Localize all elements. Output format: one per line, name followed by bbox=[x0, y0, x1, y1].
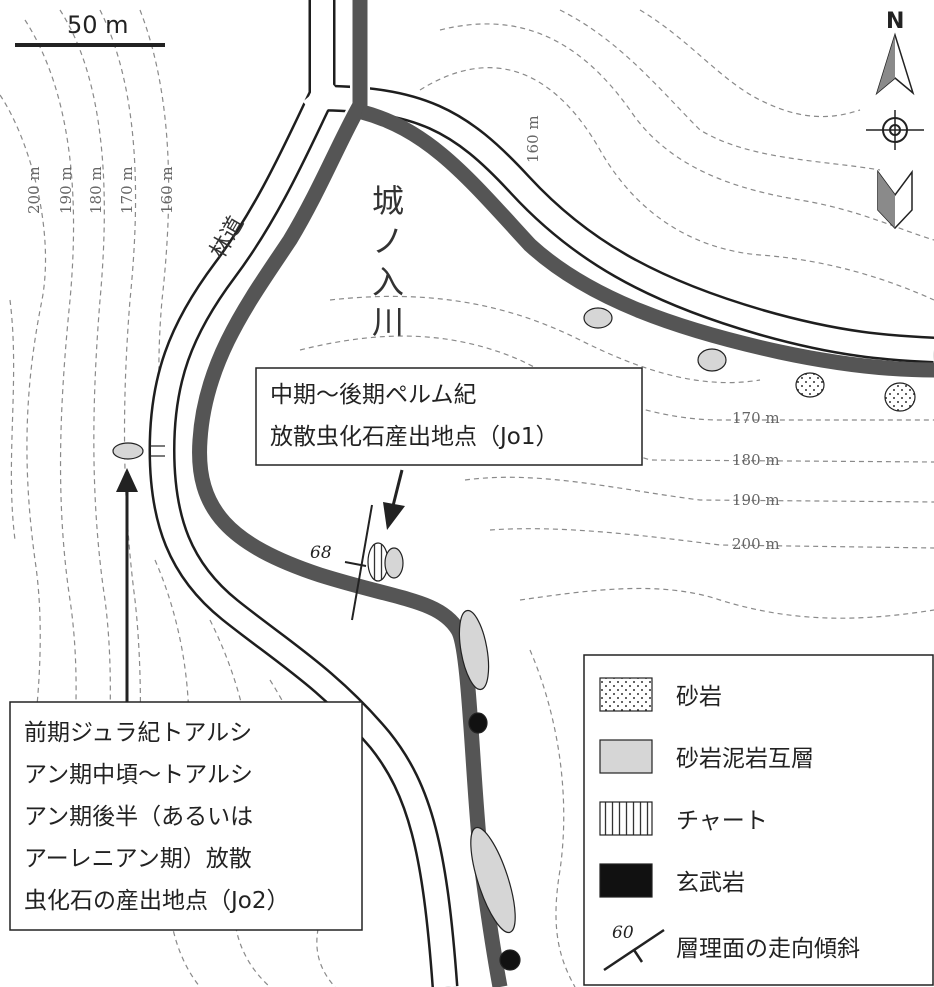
scale-bar: 50 m bbox=[15, 11, 165, 47]
contour-line bbox=[154, 559, 201, 987]
legend-label: 砂岩 bbox=[676, 684, 722, 710]
river-name-char: ノ bbox=[372, 222, 404, 260]
callout-jo1-box bbox=[255, 367, 643, 466]
callout-jo2-line: アン期中頃～トアルシ bbox=[24, 762, 253, 788]
river-name-label: 城 ノ 入 川 bbox=[372, 182, 404, 341]
contour-label: 180 m bbox=[732, 451, 780, 469]
legend-swatch-basalt bbox=[599, 863, 653, 898]
dip-value: 68 bbox=[310, 543, 332, 563]
callout-jo2-line: アン期後半（あるいは bbox=[24, 804, 253, 830]
contour-labels-east: 160 m 170 m 180 m 190 m 200 m bbox=[524, 115, 780, 553]
contour-line bbox=[464, 476, 934, 503]
callout-jo1: 中期～後期ペルム紀 放散虫化石産出地点（Jo1） bbox=[255, 367, 643, 530]
contour-label: 190 m bbox=[57, 166, 75, 214]
contour-label: 190 m bbox=[732, 491, 780, 509]
arrow-jo1-icon bbox=[383, 502, 405, 530]
legend-swatch-sandstone-mudstone bbox=[599, 739, 653, 774]
callout-jo2-line: アーレニアン期）放散 bbox=[24, 846, 252, 872]
scale-bar-label: 50 m bbox=[67, 11, 129, 39]
contour-line bbox=[489, 528, 934, 549]
outcrop-basalt[interactable] bbox=[499, 949, 521, 971]
strike-dip-symbol: 68 bbox=[310, 504, 373, 621]
callout-jo1-line: 放散虫化石産出地点（Jo1） bbox=[270, 424, 559, 450]
outcrop-basalt[interactable] bbox=[468, 712, 488, 734]
contour-line bbox=[419, 67, 934, 301]
arrow-jo2-icon bbox=[116, 468, 138, 492]
river-name-char: 城 bbox=[372, 182, 404, 220]
callout-jo2: 前期ジュラ紀トアルシ アン期中頃～トアルシ アン期後半（あるいは アーレニアン期… bbox=[9, 468, 363, 931]
legend-label: 玄武岩 bbox=[676, 870, 745, 896]
legend-swatch-sandstone bbox=[599, 677, 653, 712]
outcrops bbox=[112, 307, 916, 971]
legend-label: 層理面の走向傾斜 bbox=[676, 936, 860, 962]
contour-line bbox=[639, 9, 861, 118]
contour-line bbox=[519, 587, 934, 619]
callout-jo2-line: 虫化石の産出地点（Jo2） bbox=[24, 888, 290, 914]
outcrop-sandstone[interactable] bbox=[795, 372, 825, 398]
legend-swatch-chert bbox=[599, 801, 653, 836]
outcrop-sandstone-mudstone[interactable] bbox=[454, 608, 493, 691]
contour-label: 200 m bbox=[25, 166, 43, 214]
contour-line bbox=[529, 649, 576, 987]
contour-label: 160 m bbox=[158, 166, 176, 214]
callout-jo1-line: 中期～後期ペルム紀 bbox=[270, 382, 477, 408]
legend-strike-dip-icon bbox=[603, 928, 665, 972]
legend-dip-value: 60 bbox=[612, 923, 634, 943]
contour-label: 180 m bbox=[87, 166, 105, 214]
contour-line bbox=[9, 299, 16, 541]
forest-road bbox=[148, 0, 934, 987]
legend-label: 砂岩泥岩互層 bbox=[676, 746, 814, 772]
outcrop-sandstone-mudstone[interactable] bbox=[462, 823, 525, 937]
north-arrow: N bbox=[866, 9, 924, 230]
callout-jo2-line: 前期ジュラ紀トアルシ bbox=[24, 720, 252, 746]
river-name-char: 川 bbox=[372, 303, 404, 341]
river-name-char: 入 bbox=[372, 263, 404, 301]
contour-line bbox=[299, 335, 934, 421]
callout-jo2-box bbox=[9, 701, 363, 931]
contour-line bbox=[439, 23, 934, 241]
outcrop-jo2[interactable] bbox=[112, 442, 144, 460]
outcrop-sandstone-mudstone[interactable] bbox=[583, 307, 613, 329]
contour-label: 160 m bbox=[524, 115, 542, 163]
outcrop-sandstone-mudstone[interactable] bbox=[384, 547, 404, 579]
legend-label: チャート bbox=[676, 808, 768, 834]
legend: 砂岩 砂岩泥岩互層 チャート 玄武岩 60 層理面の走向傾斜 bbox=[583, 654, 934, 986]
contour-label: 200 m bbox=[732, 535, 780, 553]
outcrop-sandstone[interactable] bbox=[884, 382, 916, 412]
contour-line bbox=[559, 9, 881, 171]
contour-line bbox=[329, 295, 761, 384]
contour-label: 170 m bbox=[118, 166, 136, 214]
contour-labels-west: 200 m 190 m 180 m 170 m 160 m bbox=[25, 166, 176, 214]
north-label: N bbox=[886, 9, 904, 34]
outcrop-sandstone-mudstone[interactable] bbox=[697, 348, 727, 372]
contour-label: 170 m bbox=[732, 409, 780, 427]
